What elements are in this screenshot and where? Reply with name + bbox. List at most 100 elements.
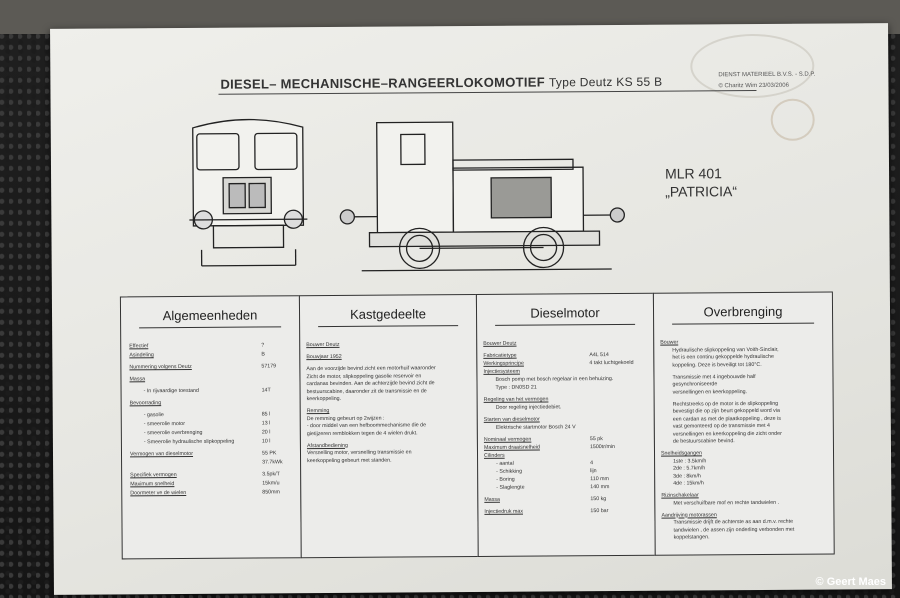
spec-label: Vermogen van dieselmotor <box>129 450 194 458</box>
panel-title: Dieselmotor <box>530 305 600 321</box>
panel-underline <box>318 325 459 328</box>
spec-label: - Slaglengte <box>496 484 525 491</box>
spec-label: gesynchroniseerde <box>672 381 718 388</box>
spec-label: Bouwer Deutz <box>483 340 517 347</box>
spec-value: 4 takt luchtgekoeld <box>589 359 634 367</box>
locomotive-drawings <box>189 118 625 272</box>
spec-label: cardanas bevinden. Aan de achterzijde be… <box>306 380 435 388</box>
spec-label: vast gemonteerd op de transmissie met 4 <box>672 422 771 430</box>
spec-label: versnellingen en keerkoppeling. <box>672 388 748 396</box>
spec-label: Bevoorrading <box>129 400 162 407</box>
spec-value: 140 mm <box>590 484 610 491</box>
spec-label: - gasolie <box>143 412 164 419</box>
spec-label: Starten van dieselmotor <box>483 416 540 423</box>
spec-label: keerkoppeling gebeurt met standen. <box>307 457 392 464</box>
spec-row: Aandrijving motorassen <box>661 512 716 518</box>
spec-label: Bouwer Deutz <box>306 341 340 349</box>
spec-row: - smeerolie overbrenging <box>144 430 203 436</box>
spec-value: 57179 <box>261 363 277 370</box>
spec-value: 1500tr/min <box>589 443 616 451</box>
spec-row: Maximum draaisnelheid <box>484 445 540 451</box>
spec-row: - gasolie <box>144 412 164 418</box>
spec-value: 14T <box>261 387 271 394</box>
spec-row: Bosch pomp met bosch regelaar in een beh… <box>495 376 613 383</box>
spec-label: bevestigt die op zijn beurt gekoppeld wo… <box>672 407 780 415</box>
spec-label: Aandrijving motorassen <box>661 511 717 519</box>
spec-label: Elektrische startmotor Bosch 24 V <box>495 424 576 431</box>
spec-label: 4de : 15km/h <box>673 480 704 487</box>
spec-label: - aantal <box>496 460 514 467</box>
spec-label: gietijzeren remblokken tegen de 4 wielen… <box>306 429 418 437</box>
spec-row: Nominaal vermogen <box>484 437 531 443</box>
spec-label: koppeling. Deze is beveiligt tot 180°C. <box>672 361 762 369</box>
spec-row: - aantal <box>496 461 514 467</box>
panel-underline <box>672 322 815 325</box>
spec-row: Zicht de motor, slipkoppeling gasolie re… <box>306 373 421 380</box>
spec-row: Massa <box>484 497 500 503</box>
spec-label: Door regeling injectiedebiet. <box>495 404 562 411</box>
spec-label: Aan de voorzijde bevind zicht een motorh… <box>306 365 436 373</box>
spec-value: 55 pk <box>589 436 603 443</box>
spec-row: Transmissie met 4 ingebouwde half <box>672 374 755 381</box>
spec-value: 110 mm <box>590 476 609 483</box>
paper-sheet: DIESEL– MECHANISCHE–RANGEERLOKOMOTIEF Ty… <box>50 23 892 595</box>
spec-row: Effectief <box>129 343 148 349</box>
spec-value: ? <box>261 342 265 349</box>
panel-title: Kastgedeelte <box>350 306 427 322</box>
spec-label: versnellingen en keerkoppeling die zicht… <box>672 430 782 438</box>
spec-row: Bevoorrading <box>130 400 162 406</box>
spec-label: de bestuurscabine bevind. <box>672 438 735 445</box>
spec-label: Nummering volgens Deutz <box>129 363 192 371</box>
spec-label: - Smeerolie hydraulische slipkoppeling <box>143 438 235 446</box>
spec-label: Injectiesysteem <box>483 368 520 375</box>
spec-row: Regeling van het vermogen <box>484 396 549 402</box>
spec-row: Bouwer Deutz <box>306 342 339 348</box>
spec-row: Transmissie drijft de achterste as aan d… <box>673 519 793 526</box>
spec-row: Met verschuifbare mof en rechte tandwiel… <box>673 499 779 506</box>
loco-nickname: „PATRICIA“ <box>665 183 738 200</box>
spec-row: - smeerolie motor <box>144 421 185 427</box>
spec-row: Elektrische startmotor Bosch 24 V <box>496 424 576 431</box>
panel-underline <box>495 323 636 326</box>
spec-row: 4de : 15km/h <box>673 480 704 486</box>
spec-row: keerkoppeling. <box>307 396 341 402</box>
spec-label: Snelheidsgangen <box>660 450 702 457</box>
spec-row: Maximum snelheid <box>130 481 174 487</box>
spec-row: - In rijvaardige toestand <box>144 388 199 394</box>
spec-label: Massa <box>129 376 146 383</box>
spec-row: Starten van dieselmotor <box>484 417 540 423</box>
spec-label: 2de : 5.7km/h <box>673 465 706 472</box>
spec-value: 85 l <box>261 411 271 418</box>
spec-row: Remming <box>307 408 330 414</box>
spec-value: lijn <box>590 468 597 475</box>
loco-name-block: MLR 401 „PATRICIA“ <box>665 164 737 201</box>
spec-label: Effectief <box>129 343 149 350</box>
spec-row: Type : DN0SD 21 <box>496 385 537 391</box>
spec-value: 4 <box>590 460 594 467</box>
spec-label: Bouwjaar 1952 <box>306 353 342 361</box>
spec-row: 3de : 8km/h <box>673 473 701 479</box>
spec-row: de bestuurscabine bevind. <box>673 438 735 444</box>
spec-value: 150 bar <box>590 508 609 515</box>
spec-label: Bosch pomp met bosch regelaar in een beh… <box>495 376 614 383</box>
spec-row: versnellingen en keerkoppeling die zicht… <box>673 430 782 437</box>
spec-label: het is een continu gekoppelde hydraulisc… <box>672 353 774 361</box>
spec-label: koppelstangen. <box>673 534 710 541</box>
spec-label: Werkingsprincipe <box>483 360 524 367</box>
spec-label: keerkoppeling. <box>306 395 342 403</box>
spec-label: - smeerolie motor <box>143 420 186 428</box>
spec-label: Afstandbediening <box>306 442 348 449</box>
side-view-drawing <box>339 121 625 272</box>
front-view-drawing <box>189 118 308 267</box>
panel-underline <box>139 326 282 329</box>
spec-row: koppelstangen. <box>674 534 710 540</box>
spec-row: gesynchroniseerde <box>673 381 718 387</box>
spec-row: koppeling. Deze is beveiligt tot 180°C. <box>672 361 761 368</box>
spec-label: Hydraulische slipkoppeling van Voith-Sin… <box>672 346 779 354</box>
spec-row: - door middel van een hefboommechanisme … <box>307 422 426 429</box>
spec-label: Injectiedruk max <box>484 508 524 515</box>
spec-value: 55 PK <box>261 450 277 457</box>
spec-row: Asindeling <box>129 352 153 358</box>
